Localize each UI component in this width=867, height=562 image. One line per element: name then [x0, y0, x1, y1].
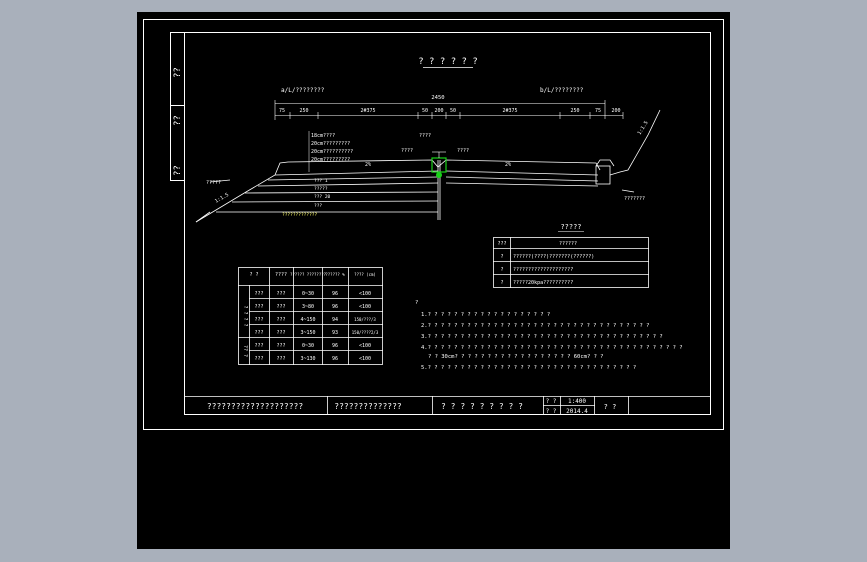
cad-viewport[interactable] — [137, 12, 730, 549]
